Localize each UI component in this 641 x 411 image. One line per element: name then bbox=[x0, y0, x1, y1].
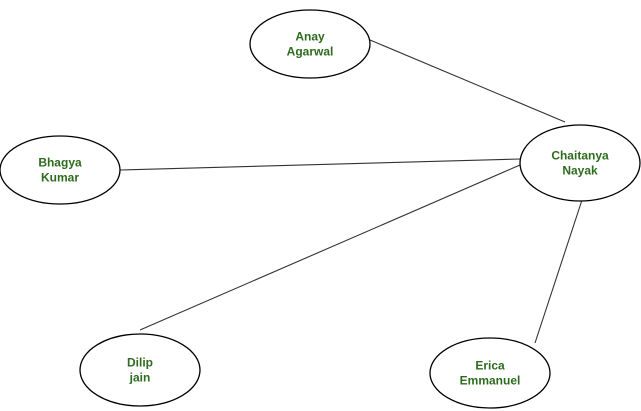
node-ellipse-erica bbox=[429, 337, 551, 409]
edge-erica-chaitanya bbox=[534, 199, 583, 344]
node-ellipse-dilip bbox=[79, 333, 201, 407]
node-label-dilip-line-1: Dilip bbox=[127, 356, 153, 370]
edge-anay-chaitanya bbox=[369, 39, 566, 123]
node-label-bhagya-line-2: Kumar bbox=[41, 171, 79, 185]
node-ellipse-chaitanya bbox=[519, 124, 641, 202]
edge-bhagya-chaitanya bbox=[119, 158, 521, 171]
edge-dilip-chaitanya bbox=[139, 164, 521, 331]
node-label-erica-line-2: Emmanuel bbox=[460, 374, 521, 388]
node-label-anay-line-1: Anay bbox=[295, 30, 325, 44]
node-label-chaitanya-line-2: Nayak bbox=[562, 164, 598, 178]
node-label-bhagya-line-1: Bhagya bbox=[38, 156, 82, 170]
node-label-anay-line-2: Agarwal bbox=[287, 45, 334, 59]
node-ellipse-bhagya bbox=[0, 135, 121, 205]
edges-layer bbox=[119, 39, 583, 344]
node-ellipse-anay bbox=[249, 9, 371, 79]
node-label-dilip-line-2: jain bbox=[129, 371, 151, 385]
node-label-erica-line-1: Erica bbox=[475, 359, 505, 373]
node-label-chaitanya-line-1: Chaitanya bbox=[551, 149, 609, 163]
